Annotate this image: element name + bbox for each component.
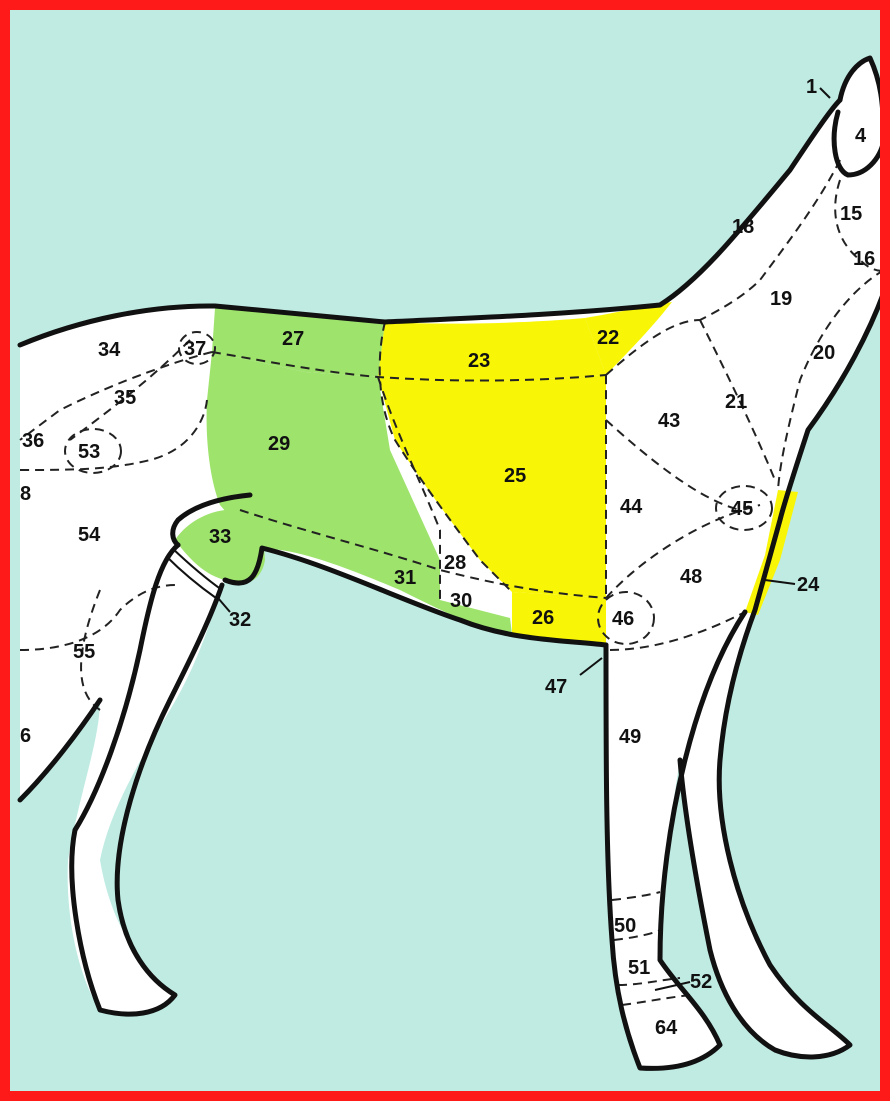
label-region-21: 21	[725, 391, 747, 413]
label-region-31: 31	[394, 567, 416, 589]
label-region-20: 20	[813, 342, 835, 364]
label-region-26: 26	[532, 607, 554, 629]
label-region-46: 46	[612, 608, 634, 630]
region-23-fill	[378, 318, 606, 381]
label-region-35: 35	[114, 387, 136, 409]
label-region-37: 37	[184, 338, 206, 360]
label-region-16: 16	[853, 248, 875, 270]
label-region-47: 47	[545, 676, 567, 698]
label-region-33: 33	[209, 526, 231, 548]
label-region-52: 52	[690, 971, 712, 993]
label-region-28: 28	[444, 552, 466, 574]
label-region-54: 54	[78, 524, 101, 546]
label-region-53: 53	[78, 441, 100, 463]
label-region-34: 34	[98, 339, 121, 361]
label-region-18: 18	[732, 216, 754, 238]
label-region-49: 49	[619, 726, 641, 748]
label-region-45: 45	[731, 498, 753, 520]
label-region-19: 19	[770, 288, 792, 310]
label-region-6: 6	[20, 725, 31, 747]
label-region-36: 36	[22, 430, 44, 452]
label-region-8: 8	[20, 483, 31, 505]
label-region-55: 55	[73, 641, 95, 663]
label-region-43: 43	[658, 410, 680, 432]
label-region-22: 22	[597, 327, 619, 349]
label-region-30: 30	[450, 590, 472, 612]
label-region-23: 23	[468, 350, 490, 372]
label-region-1: 1	[806, 76, 817, 98]
label-region-32: 32	[229, 609, 251, 631]
label-region-50: 50	[614, 915, 636, 937]
label-region-4: 4	[855, 125, 867, 147]
label-region-51: 51	[628, 957, 650, 979]
label-region-48: 48	[680, 566, 702, 588]
label-region-25: 25	[504, 465, 526, 487]
label-region-44: 44	[620, 496, 643, 518]
label-region-64: 64	[655, 1017, 678, 1039]
label-region-15: 15	[840, 203, 862, 225]
label-region-27: 27	[282, 328, 304, 350]
label-region-24: 24	[797, 574, 820, 596]
label-region-29: 29	[268, 433, 290, 455]
